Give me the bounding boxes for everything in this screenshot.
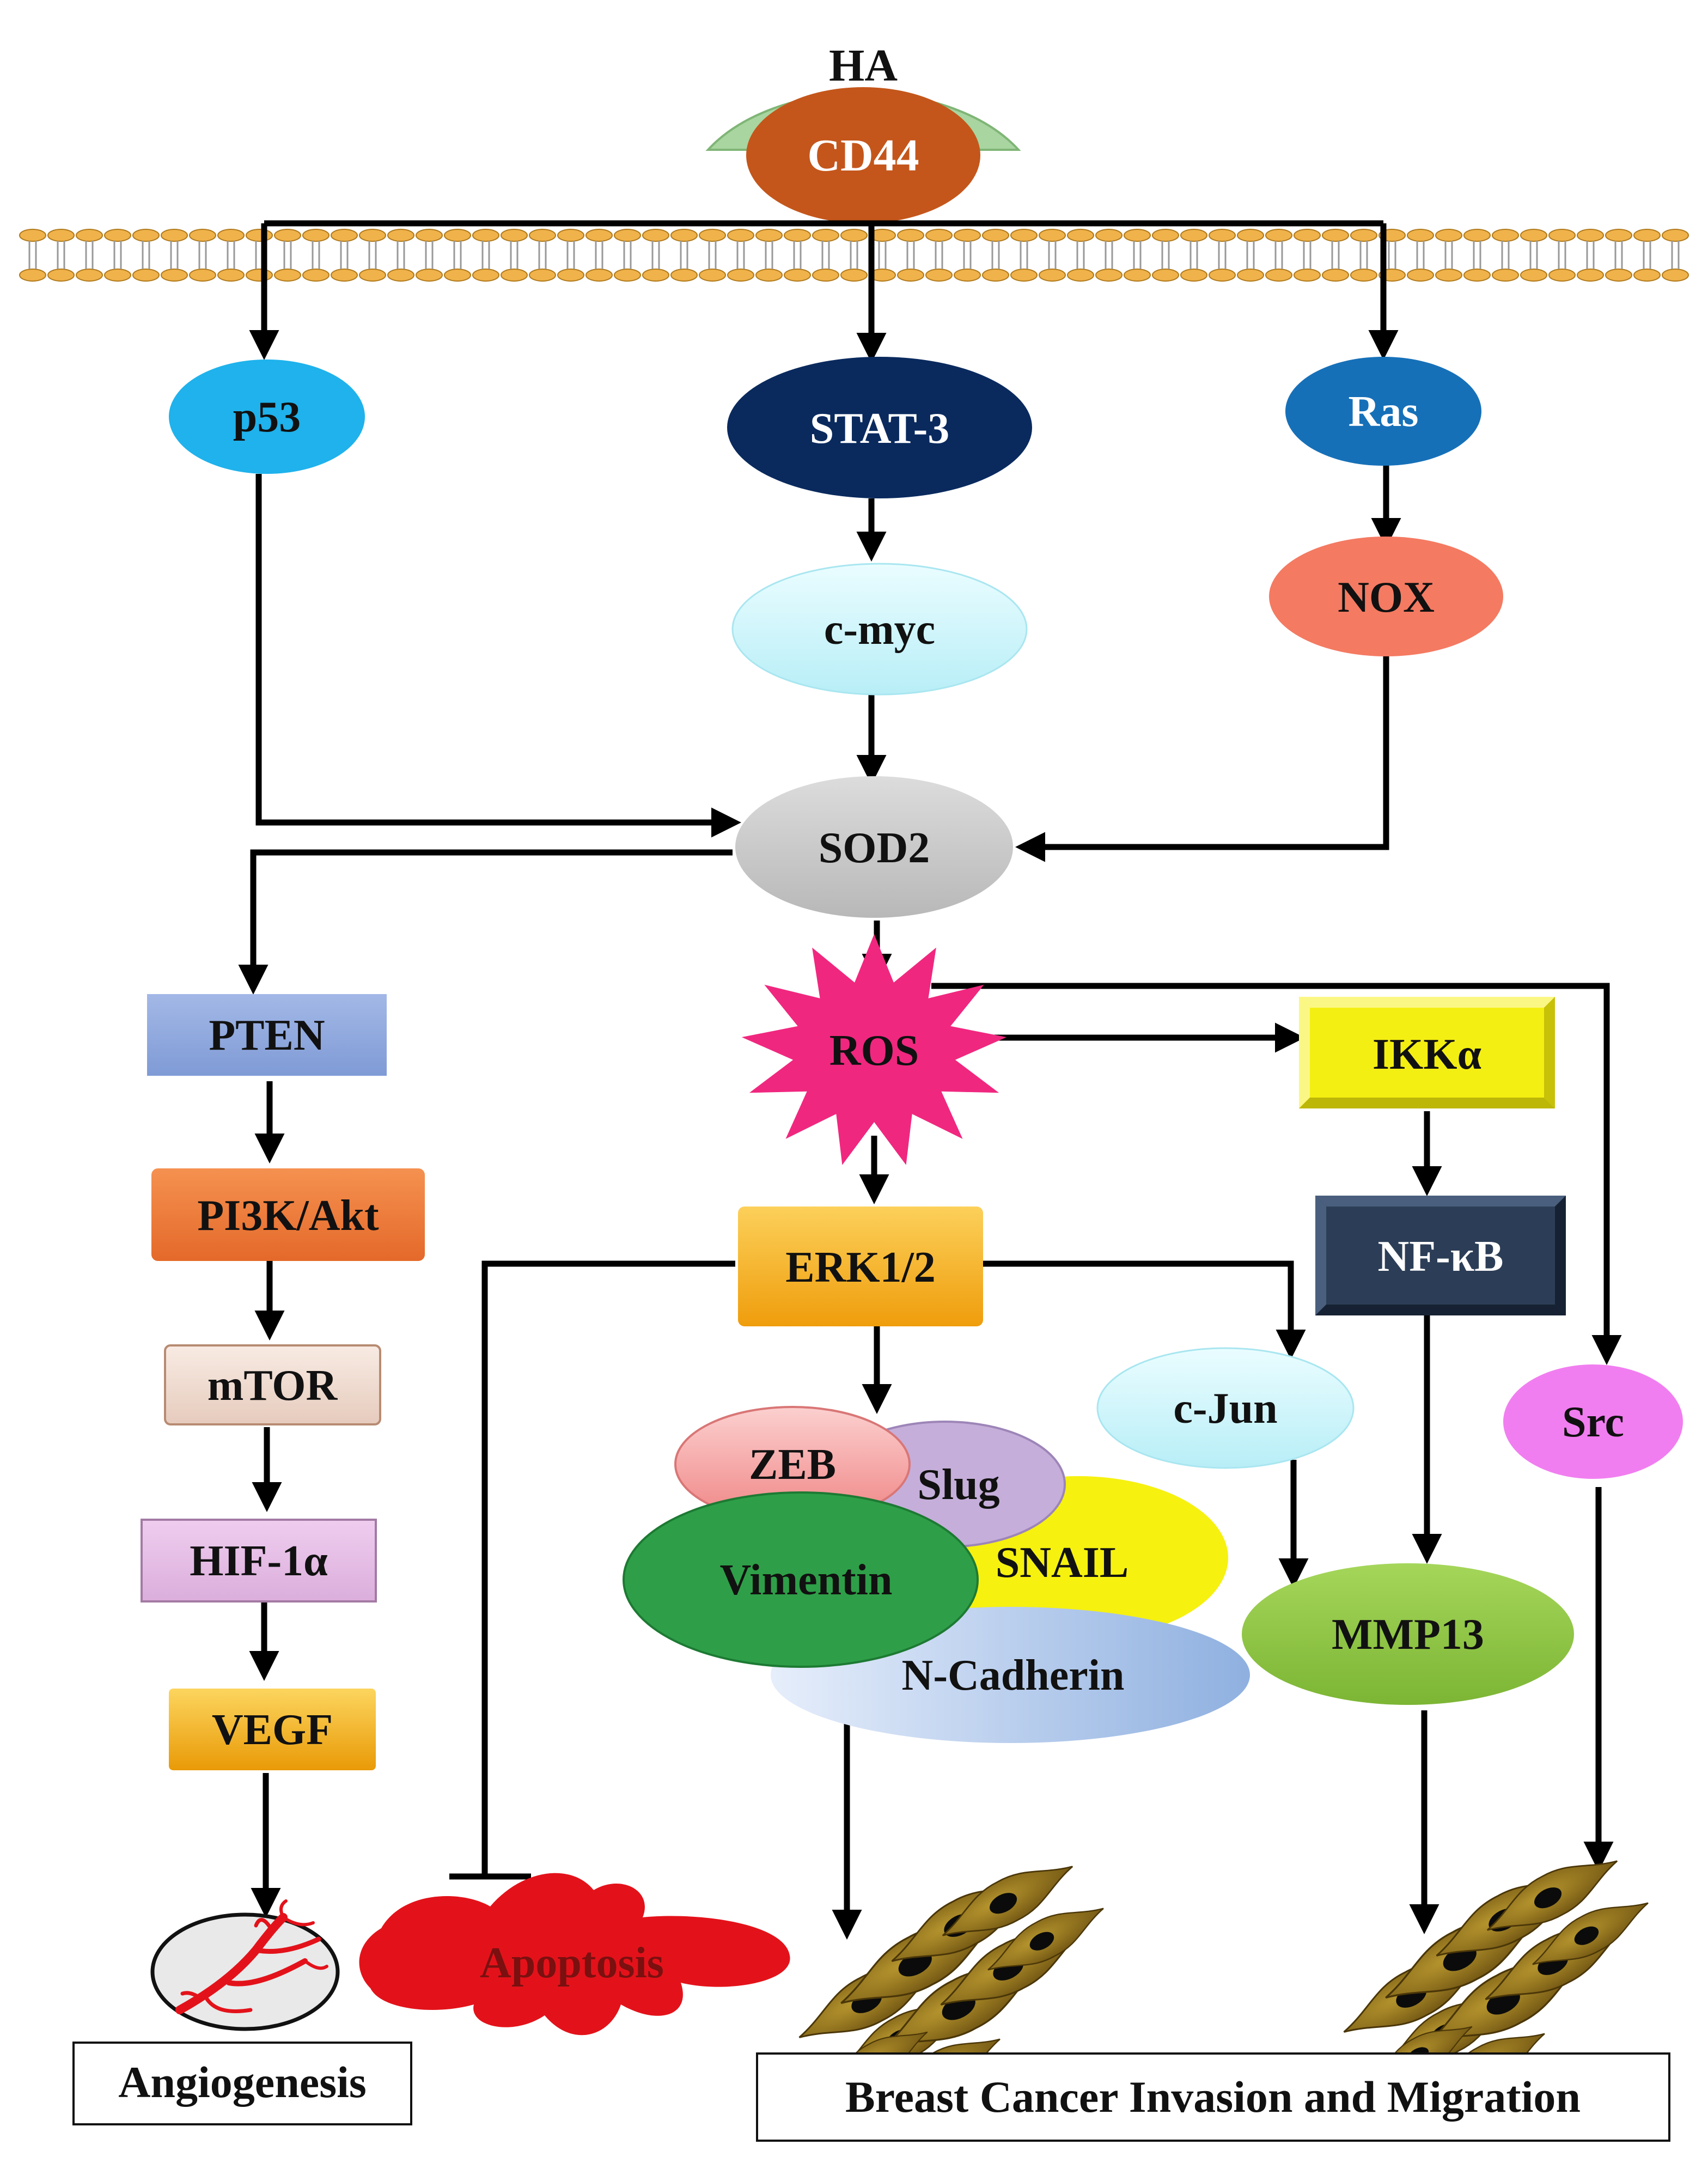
node-nox: NOX [1269, 537, 1503, 656]
vegf-label: VEGF [212, 1706, 333, 1754]
ras-label: Ras [1349, 388, 1419, 436]
node-apoptosis: Apoptosis [359, 1873, 790, 2036]
angiogenesis-box: Angiogenesis [72, 2042, 412, 2125]
cjun-label: c-Jun [1173, 1385, 1277, 1433]
node-ros: ROS [741, 934, 1007, 1165]
node-mmp13: MMP13 [1242, 1563, 1574, 1705]
node-src: Src [1503, 1364, 1683, 1479]
cd44-label: CD44 [807, 130, 919, 181]
node-zeb: ZEB [674, 1406, 911, 1522]
pten-label: PTEN [209, 1012, 325, 1059]
node-ikka: IKKα [1299, 997, 1555, 1108]
invasion-box: Breast Cancer Invasion and Migration [756, 2052, 1670, 2142]
ros-label: ROS [829, 1027, 919, 1075]
zeb-label: ZEB [749, 1441, 836, 1489]
cmyc-label: c-myc [824, 606, 935, 654]
node-cmyc: c-myc [731, 563, 1028, 696]
node-nfkb: NF-κB [1315, 1196, 1566, 1315]
emt-marker-cluster: SNAIL Slug ZEB N-Cadherin Vimentin [623, 1406, 1250, 1743]
nfkb-label: NF-κB [1377, 1233, 1503, 1281]
src-label: Src [1562, 1398, 1624, 1446]
mtor-label: mTOR [208, 1362, 338, 1410]
node-stat3: STAT-3 [727, 357, 1032, 498]
node-vegf: VEGF [169, 1689, 376, 1770]
node-p53: p53 [169, 360, 365, 474]
node-pi3k: PI3K/Akt [151, 1168, 425, 1261]
node-ras: Ras [1285, 357, 1481, 466]
hif-label: HIF-1α [190, 1537, 328, 1585]
slug-label: Slug [917, 1461, 999, 1509]
node-vimentin: Vimentin [623, 1491, 979, 1668]
vimentin-label: Vimentin [719, 1556, 892, 1604]
node-mtor: mTOR [164, 1344, 381, 1425]
apoptosis-label: Apoptosis [480, 1939, 664, 1987]
nox-label: NOX [1338, 574, 1435, 622]
inhibit-erk-apoptosis [481, 1260, 735, 1876]
node-hif: HIF-1α [141, 1519, 377, 1603]
angiogenesis-label: Angiogenesis [118, 2057, 367, 2107]
arrow-erk-cjun [983, 1260, 1306, 1360]
cell-membrane [19, 229, 1689, 282]
arrow-ros-src [931, 983, 1622, 1365]
arrow-nox-sod2 [1015, 654, 1389, 862]
ha-label: HA [829, 40, 898, 91]
stat3-label: STAT-3 [810, 405, 949, 453]
mmp13-label: MMP13 [1332, 1611, 1484, 1659]
erk-label: ERK1/2 [785, 1244, 936, 1291]
pathway-arrows [238, 220, 1622, 1940]
ncadherin-label: N-Cadherin [902, 1652, 1125, 1699]
blood-vessel-icon [150, 1899, 340, 2031]
arrow-sod2-pten [238, 849, 733, 995]
snail-label: SNAIL [996, 1539, 1129, 1587]
pi3k-label: PI3K/Akt [197, 1192, 379, 1240]
node-pten: PTEN [147, 994, 387, 1076]
p53-label: p53 [233, 393, 301, 441]
arrow-p53-sod2 [255, 474, 741, 838]
node-erk: ERK1/2 [738, 1207, 983, 1326]
ikka-label: IKKα [1372, 1031, 1481, 1079]
node-sod2: SOD2 [735, 776, 1013, 918]
cd44-receptor: CD44 [746, 87, 980, 223]
invasion-label: Breast Cancer Invasion and Migration [845, 2072, 1581, 2122]
sod2-label: SOD2 [819, 824, 930, 872]
node-cjun: c-Jun [1096, 1347, 1355, 1469]
